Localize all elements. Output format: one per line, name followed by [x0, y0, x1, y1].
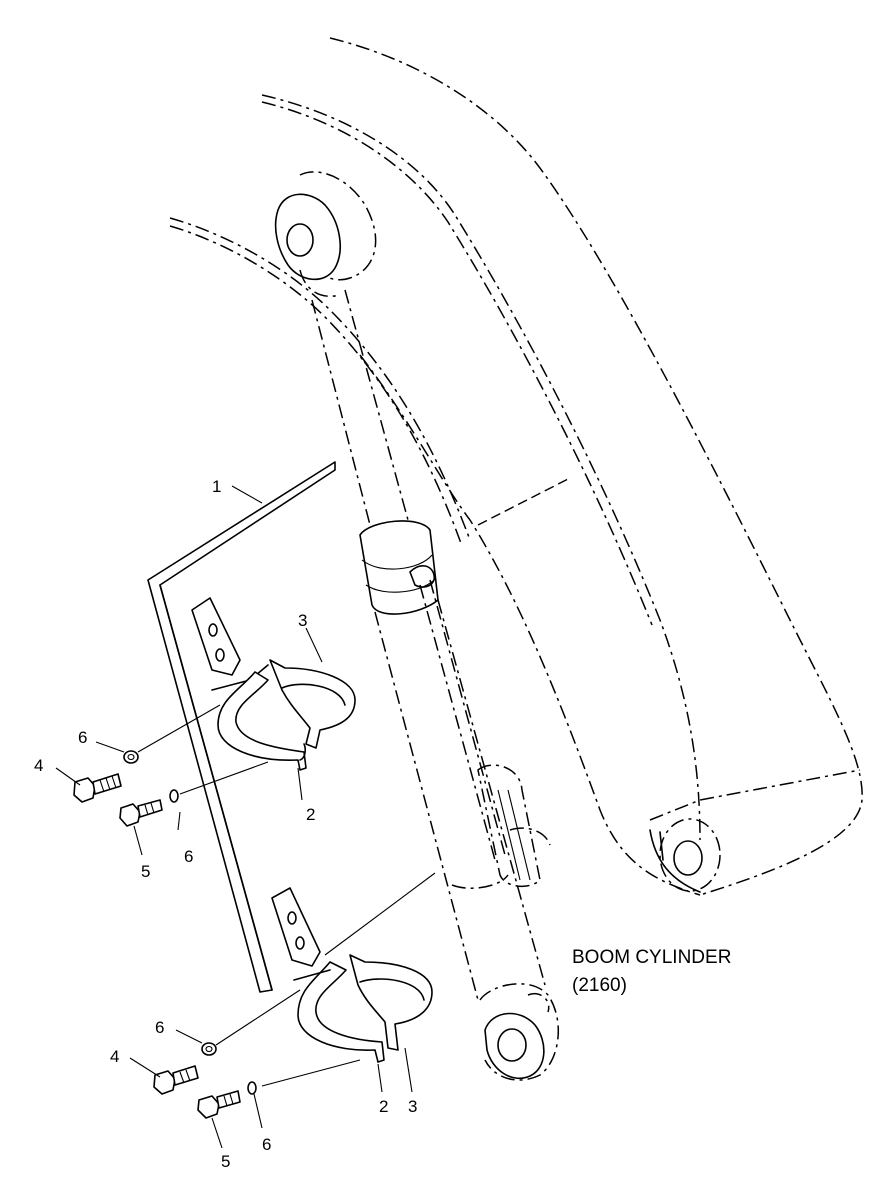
callout-6-upper-left: 6	[78, 728, 87, 747]
boom-cylinder-label: BOOM CYLINDER (2160)	[572, 947, 731, 996]
callout-6-lower-right: 6	[262, 1135, 271, 1154]
upper-clamp	[217, 659, 356, 771]
leader-lines	[55, 485, 436, 1149]
callout-numbers: 1 3 6 4 2 6 5 6 4 2 3 5 6	[34, 477, 417, 1171]
lower-clamp	[293, 954, 433, 1063]
callout-5-lower: 5	[221, 1152, 230, 1171]
mounting-plate	[147, 461, 336, 993]
callout-2-upper: 2	[306, 805, 315, 824]
boom-cylinder	[274, 171, 560, 1081]
callout-5-upper: 5	[141, 862, 150, 881]
callout-6-lower-left: 6	[155, 1018, 164, 1037]
callout-6-upper-right: 6	[184, 847, 193, 866]
callout-3-upper: 3	[298, 611, 307, 630]
callout-3-lower: 3	[408, 1097, 417, 1116]
callout-2-lower: 2	[379, 1097, 388, 1116]
boom-cylinder-title: BOOM CYLINDER	[572, 947, 731, 968]
boom-outline	[169, 37, 863, 896]
callout-4-upper: 4	[34, 756, 43, 775]
callout-1: 1	[212, 477, 221, 496]
callout-4-lower: 4	[110, 1047, 119, 1066]
boom-cylinder-ref: (2160)	[572, 975, 627, 996]
hardware	[73, 750, 257, 1119]
